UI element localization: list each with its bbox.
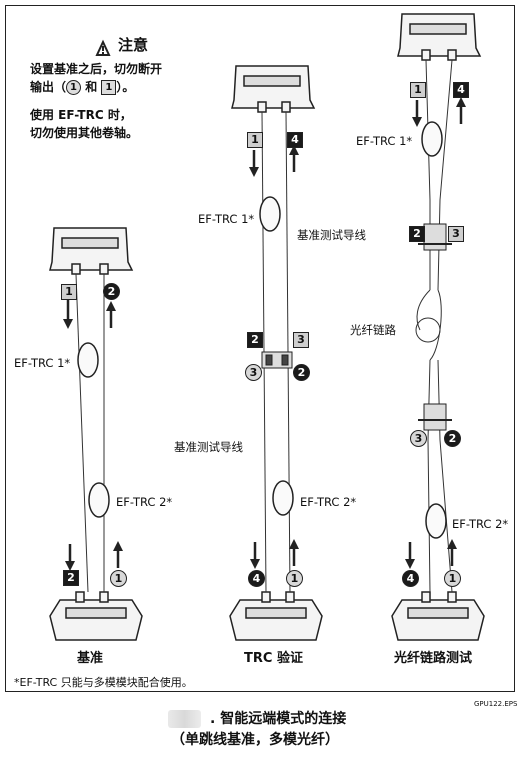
marker-circle-3-middle: 3 bbox=[245, 364, 262, 381]
ef-trc-2-left bbox=[88, 482, 110, 518]
panel-title-middle: TRC 验证 bbox=[244, 651, 303, 666]
remote-unit-right bbox=[397, 13, 482, 61]
marker-circle-1-right: 1 bbox=[444, 570, 461, 587]
marker-circle-1: 1 bbox=[66, 80, 82, 95]
marker-box-3-middle: 3 bbox=[293, 332, 309, 348]
main-unit-middle bbox=[229, 591, 323, 641]
caption-line-1: . 智能远端模式的连接 bbox=[210, 711, 347, 727]
caption-line-2: （单跳线基准，多模光纤） bbox=[171, 732, 339, 748]
direction-arrows bbox=[63, 97, 466, 571]
remote-unit-left bbox=[49, 227, 134, 275]
marker-circle-1-left: 1 bbox=[110, 570, 127, 587]
remote-unit-middle bbox=[231, 65, 316, 113]
label-ef-trc-2-left: EF-TRC 2* bbox=[116, 495, 173, 509]
marker-box-1: 1 bbox=[101, 80, 117, 95]
ef-trc-1-right bbox=[421, 121, 443, 157]
marker-circle-4-right: 4 bbox=[402, 570, 419, 587]
footnote: *EF-TRC 只能与多模模块配合使用。 bbox=[14, 676, 193, 689]
ef-trc-1-left bbox=[77, 342, 99, 378]
panel-title-left: 基准 bbox=[77, 651, 104, 666]
marker-circle-1-middle: 1 bbox=[286, 570, 303, 587]
marker-box-2-left: 2 bbox=[63, 570, 79, 586]
caution-line-2: 输出（1 和 1）。 bbox=[30, 80, 135, 95]
redacted-figure-number bbox=[168, 710, 201, 728]
ef-trc-1-middle bbox=[259, 196, 281, 232]
adapter-right-upper bbox=[423, 223, 447, 251]
ef-trc-2-right bbox=[425, 503, 447, 539]
label-fiber-link: 光纤链路 bbox=[350, 323, 396, 337]
label-ref-cord-lower: 基准测试导线 bbox=[174, 440, 243, 454]
marker-box-2-middle: 2 bbox=[247, 332, 263, 348]
marker-box-1-middle: 1 bbox=[247, 132, 263, 148]
label-ef-trc-2-middle: EF-TRC 2* bbox=[300, 495, 357, 509]
cables bbox=[75, 59, 453, 593]
label-ef-trc-2-right: EF-TRC 2* bbox=[452, 517, 509, 531]
label-ef-trc-1-middle: EF-TRC 1* bbox=[198, 212, 255, 226]
marker-circle-4-middle: 4 bbox=[248, 570, 265, 587]
warning-icon bbox=[95, 39, 111, 56]
main-unit-left bbox=[49, 591, 143, 641]
caution-line-4: 切勿使用其他卷轴。 bbox=[30, 126, 139, 140]
caution-line-3: 使用 EF-TRC 时， bbox=[30, 108, 132, 122]
label-ef-trc-1-right: EF-TRC 1* bbox=[356, 134, 413, 148]
marker-circle-3-right: 3 bbox=[410, 430, 427, 447]
marker-box-1-left: 1 bbox=[61, 284, 77, 300]
label-ef-trc-1-left: EF-TRC 1* bbox=[14, 356, 71, 370]
adapter-right-lower bbox=[423, 403, 447, 431]
figure-reference: GPU122.EPS bbox=[474, 700, 518, 708]
main-unit-right bbox=[391, 591, 485, 641]
ef-trc-2-middle bbox=[272, 480, 294, 516]
marker-circle-2-right: 2 bbox=[444, 430, 461, 447]
figure-frame bbox=[5, 5, 515, 692]
marker-box-3-right: 3 bbox=[448, 226, 464, 242]
caution-title: 注意 bbox=[118, 36, 149, 54]
marker-box-1-right: 1 bbox=[410, 82, 426, 98]
marker-circle-2-middle: 2 bbox=[293, 364, 310, 381]
panel-title-right: 光纤链路测试 bbox=[394, 651, 473, 666]
marker-box-4-right: 4 bbox=[453, 82, 469, 98]
label-ref-cord-upper: 基准测试导线 bbox=[297, 228, 366, 242]
caution-line-1: 设置基准之后，切勿断开 bbox=[30, 62, 163, 76]
marker-box-4-middle: 4 bbox=[287, 132, 303, 148]
marker-box-2-right: 2 bbox=[409, 226, 425, 242]
marker-circle-2-left: 2 bbox=[103, 283, 120, 300]
